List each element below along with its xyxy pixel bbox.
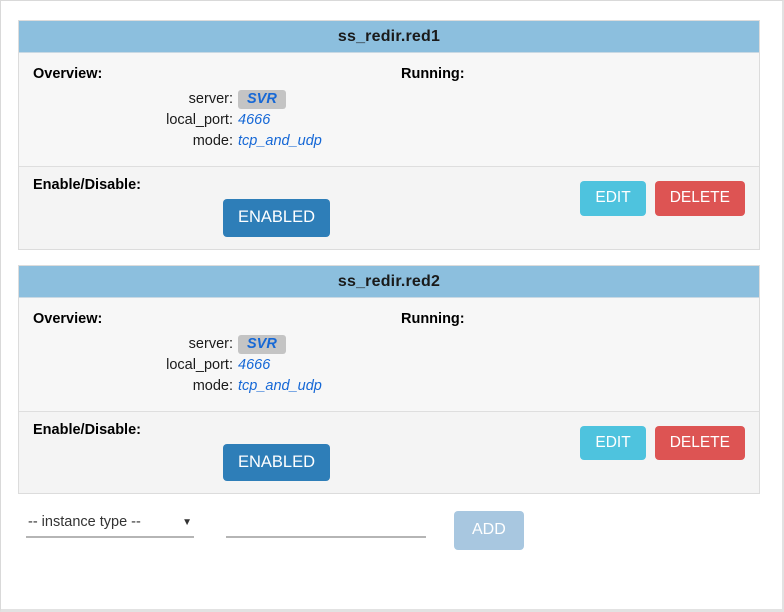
running-column: Running: bbox=[401, 311, 745, 397]
field-value: tcp_and_udp bbox=[238, 133, 322, 149]
overview-field-row: local_port: 4666 bbox=[89, 355, 401, 376]
field-key: server: bbox=[188, 91, 233, 107]
delete-button[interactable]: DELETE bbox=[654, 181, 745, 216]
running-column: Running: bbox=[401, 66, 745, 152]
add-instance-form: -- instance type -- ▼ ADD bbox=[18, 511, 760, 550]
row-action-buttons: EDIT DELETE bbox=[580, 181, 745, 216]
overview-label: Overview: bbox=[33, 310, 103, 327]
field-value: SVR bbox=[238, 90, 286, 109]
overview-label: Overview: bbox=[33, 66, 103, 82]
overview-field-row: mode: tcp_and_udp bbox=[89, 376, 401, 397]
field-key: local_port: bbox=[166, 112, 233, 128]
overview-field-list: server: SVR local_port: 4666 mode: tcp_a… bbox=[33, 334, 401, 397]
field-key: mode: bbox=[192, 133, 233, 149]
edit-button[interactable]: EDIT bbox=[580, 181, 646, 216]
instances-container: ss_redir.red1 Overview: server: SVR loca… bbox=[18, 20, 760, 550]
instance-type-select[interactable]: -- instance type -- ▼ bbox=[26, 511, 194, 538]
add-button[interactable]: ADD bbox=[454, 511, 524, 550]
field-key: mode: bbox=[192, 377, 233, 394]
field-value: SVR bbox=[238, 334, 286, 354]
instance-panel: ss_redir.red1 Overview: server: SVR loca… bbox=[18, 20, 760, 250]
row-action-buttons: EDIT DELETE bbox=[580, 425, 745, 460]
instance-name-input[interactable] bbox=[226, 511, 426, 538]
overview-field-row: server: SVR bbox=[89, 334, 401, 355]
instance-title: ss_redir.red1 bbox=[19, 21, 759, 53]
instance-type-selected-label: -- instance type -- bbox=[28, 514, 141, 530]
instance-panel: ss_redir.red2 Overview: server: SVR loca… bbox=[18, 264, 760, 494]
running-label: Running: bbox=[401, 310, 465, 327]
field-value: 4666 bbox=[238, 356, 271, 373]
field-value: 4666 bbox=[238, 112, 271, 128]
field-value-wrap: SVR bbox=[238, 334, 348, 355]
enable-disable-label: Enable/Disable: bbox=[33, 177, 141, 193]
instance-overview-section: Overview: server: SVR local_port: 4666 bbox=[19, 53, 759, 167]
enable-disable-label: Enable/Disable: bbox=[33, 421, 141, 438]
overview-field-list: server: SVR local_port: 4666 mode: tcp_a… bbox=[33, 89, 401, 152]
overview-field-row: server: SVR bbox=[89, 89, 401, 110]
field-value: tcp_and_udp bbox=[238, 377, 322, 394]
field-key: local_port: bbox=[166, 356, 233, 373]
field-key: server: bbox=[188, 335, 233, 352]
toggle-enabled-button[interactable]: ENABLED bbox=[223, 443, 331, 481]
delete-button[interactable]: DELETE bbox=[654, 425, 745, 460]
instance-overview-section: Overview: server: SVR local_port: 4666 bbox=[19, 297, 759, 412]
field-value-wrap: SVR bbox=[238, 89, 348, 110]
instance-actions-section: Enable/Disable: ENABLED EDIT DELETE bbox=[19, 167, 759, 249]
instance-actions-section: Enable/Disable: ENABLED EDIT DELETE bbox=[19, 411, 759, 493]
overview-column: Overview: server: SVR local_port: 4666 bbox=[33, 66, 401, 152]
toggle-enabled-button[interactable]: ENABLED bbox=[223, 199, 331, 237]
overview-field-row: local_port: 4666 bbox=[89, 110, 401, 131]
overview-field-row: mode: tcp_and_udp bbox=[89, 131, 401, 152]
edit-button[interactable]: EDIT bbox=[580, 425, 646, 460]
overview-column: Overview: server: SVR local_port: 4666 bbox=[33, 311, 401, 397]
instance-title: ss_redir.red2 bbox=[19, 265, 759, 298]
chevron-down-icon: ▼ bbox=[182, 516, 192, 528]
running-label: Running: bbox=[401, 66, 465, 82]
